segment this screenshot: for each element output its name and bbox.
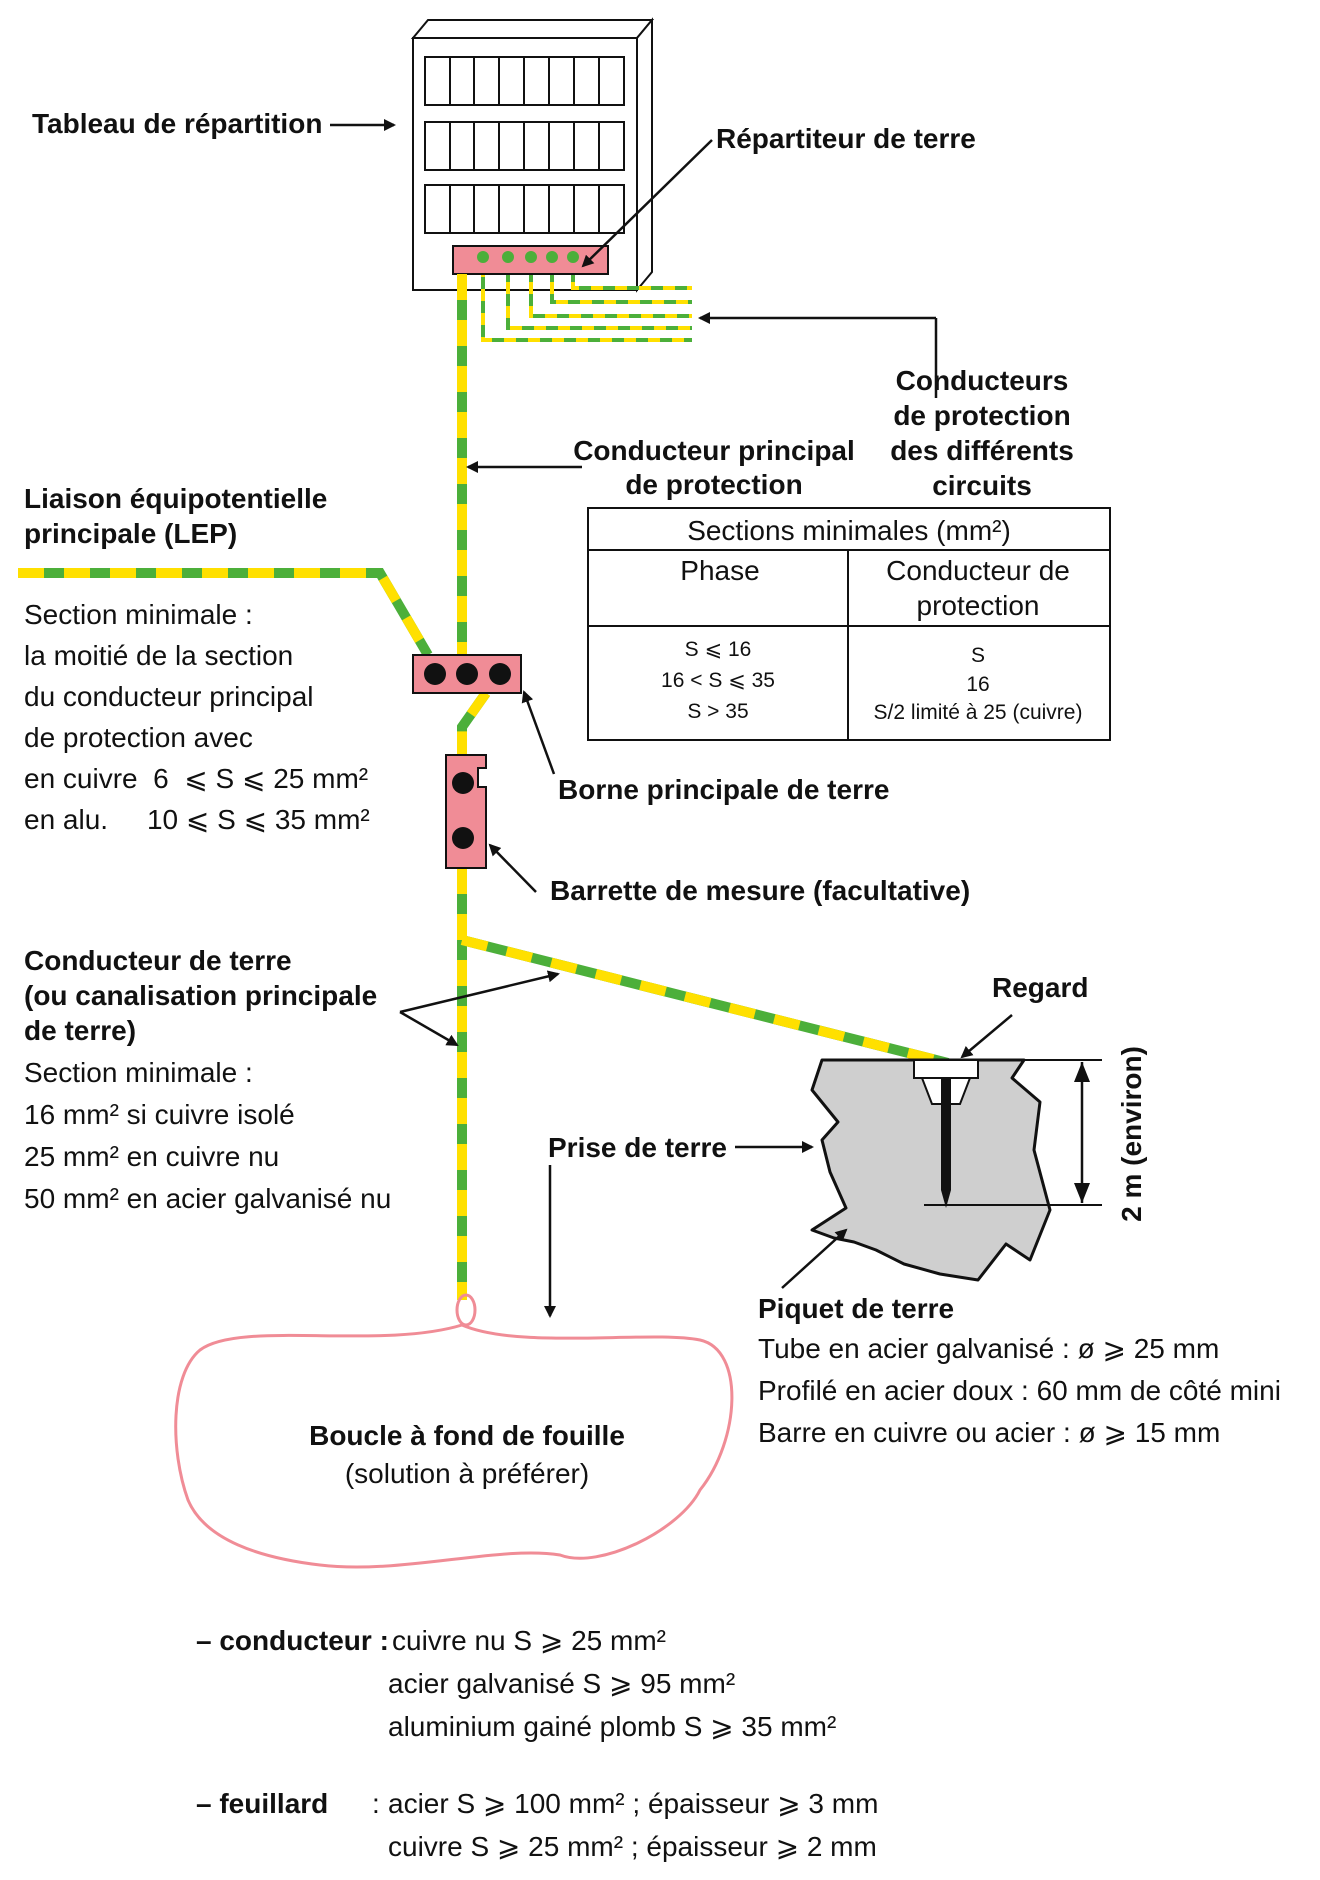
label-lep-title-1: Liaison équipotentielle	[24, 483, 327, 514]
conducteur-line-2: acier galvanisé S ⩾ 95 mm²	[388, 1668, 735, 1699]
distribution-board	[410, 17, 655, 293]
measurement-link	[445, 754, 487, 869]
sections-table: Sections minimales (mm²) Phase Conducteu…	[587, 507, 1111, 741]
lep-text-5: en cuivre 6 ⩽ S ⩽ 25 mm²	[24, 763, 368, 794]
piquet-text-2: Profilé en acier doux : 60 mm de côté mi…	[758, 1375, 1281, 1406]
conducteur-terre-text-4: 50 mm² en acier galvanisé nu	[24, 1183, 391, 1214]
lep-text-6: en alu. 10 ⩽ S ⩽ 35 mm²	[24, 804, 370, 835]
label-tableau: Tableau de répartition	[32, 108, 322, 139]
label-conducteurs-protection-2: de protection	[893, 400, 1070, 431]
main-conductors	[18, 274, 950, 1300]
conducteur-terre-text-3: 25 mm² en cuivre nu	[24, 1141, 279, 1172]
table-protection-row-3: S/2 limité à 25 (cuivre)	[874, 701, 1083, 724]
piquet-text-1: Tube en acier galvanisé : ø ⩾ 25 mm	[758, 1333, 1219, 1364]
depth-dimension: 2 m (environ)	[1074, 1046, 1147, 1222]
lep-text-3: du conducteur principal	[24, 681, 314, 712]
label-piquet-title: Piquet de terre	[758, 1293, 954, 1324]
ground-block	[810, 1058, 1102, 1282]
earth-rod	[941, 1078, 951, 1208]
foundation-loop	[174, 1293, 734, 1569]
circuit-protective-conductors	[481, 258, 692, 342]
table-phase-row-3: S > 35	[687, 700, 748, 723]
label-conducteur-principal-1: Conducteur principal	[573, 435, 855, 466]
table-col-protection-2: protection	[917, 590, 1040, 621]
lep-text-2: la moitié de la section	[24, 640, 293, 671]
label-conducteur-principal-2: de protection	[625, 469, 802, 500]
depth-label: 2 m (environ)	[1116, 1046, 1147, 1222]
label-boucle-title: Boucle à fond de fouille	[309, 1420, 625, 1451]
table-protection-row-2: 16	[966, 673, 989, 696]
piquet-text-3: Barre en cuivre ou acier : ø ⩾ 15 mm	[758, 1417, 1220, 1448]
table-title: Sections minimales (mm²)	[687, 515, 1011, 546]
feuillard-line-2: cuivre S ⩾ 25 mm² ; épaisseur ⩾ 2 mm	[388, 1831, 877, 1862]
main-earth-terminal	[412, 654, 522, 694]
conducteur-line-3: aluminium gainé plomb S ⩾ 35 mm²	[388, 1711, 836, 1742]
conducteur-terre-text-1: Section minimale :	[24, 1057, 253, 1088]
label-boucle-sub: (solution à préférer)	[345, 1458, 589, 1489]
table-protection-row-1: S	[971, 644, 985, 667]
earth-distributor-bar	[452, 245, 609, 275]
label-conducteurs-protection-3: des différents	[890, 435, 1074, 466]
label-conducteur-terre-1: Conducteur de terre	[24, 945, 292, 976]
feuillard-colon: :	[372, 1788, 380, 1819]
lep-text-4: de protection avec	[24, 722, 253, 753]
table-phase-row-1: S ⩽ 16	[685, 638, 752, 661]
label-conducteurs-protection-1: Conducteurs	[896, 365, 1069, 396]
breaker-rows	[424, 56, 625, 234]
leader-arrows	[330, 119, 1013, 1318]
table-col-phase: Phase	[680, 555, 759, 586]
label-borne: Borne principale de terre	[558, 774, 889, 805]
label-conducteur-terre-3: de terre)	[24, 1015, 136, 1046]
conducteur-key: – conducteur :	[196, 1625, 389, 1656]
label-conducteur-terre-2: (ou canalisation principale	[24, 980, 377, 1011]
feuillard-key: – feuillard	[196, 1788, 328, 1819]
conducteur-line-1: cuivre nu S ⩾ 25 mm²	[392, 1625, 666, 1656]
table-col-protection: Conducteur de	[886, 555, 1070, 586]
bottom-specs: – conducteur : cuivre nu S ⩾ 25 mm² acie…	[196, 1625, 878, 1862]
table-phase-row-2: 16 < S ⩽ 35	[661, 669, 775, 692]
label-lep-title-2: principale (LEP)	[24, 518, 237, 549]
label-conducteurs-protection-4: circuits	[932, 470, 1032, 501]
label-barrette: Barrette de mesure (facultative)	[550, 875, 970, 906]
label-regard: Regard	[992, 972, 1088, 1003]
labels: Tableau de répartition Répartiteur de te…	[24, 108, 1281, 1489]
label-repartiteur: Répartiteur de terre	[716, 123, 976, 154]
conducteur-terre-text-2: 16 mm² si cuivre isolé	[24, 1099, 295, 1130]
feuillard-line-1: acier S ⩾ 100 mm² ; épaisseur ⩾ 3 mm	[388, 1788, 878, 1819]
lep-text-1: Section minimale :	[24, 599, 253, 630]
label-prise-terre: Prise de terre	[548, 1132, 727, 1163]
